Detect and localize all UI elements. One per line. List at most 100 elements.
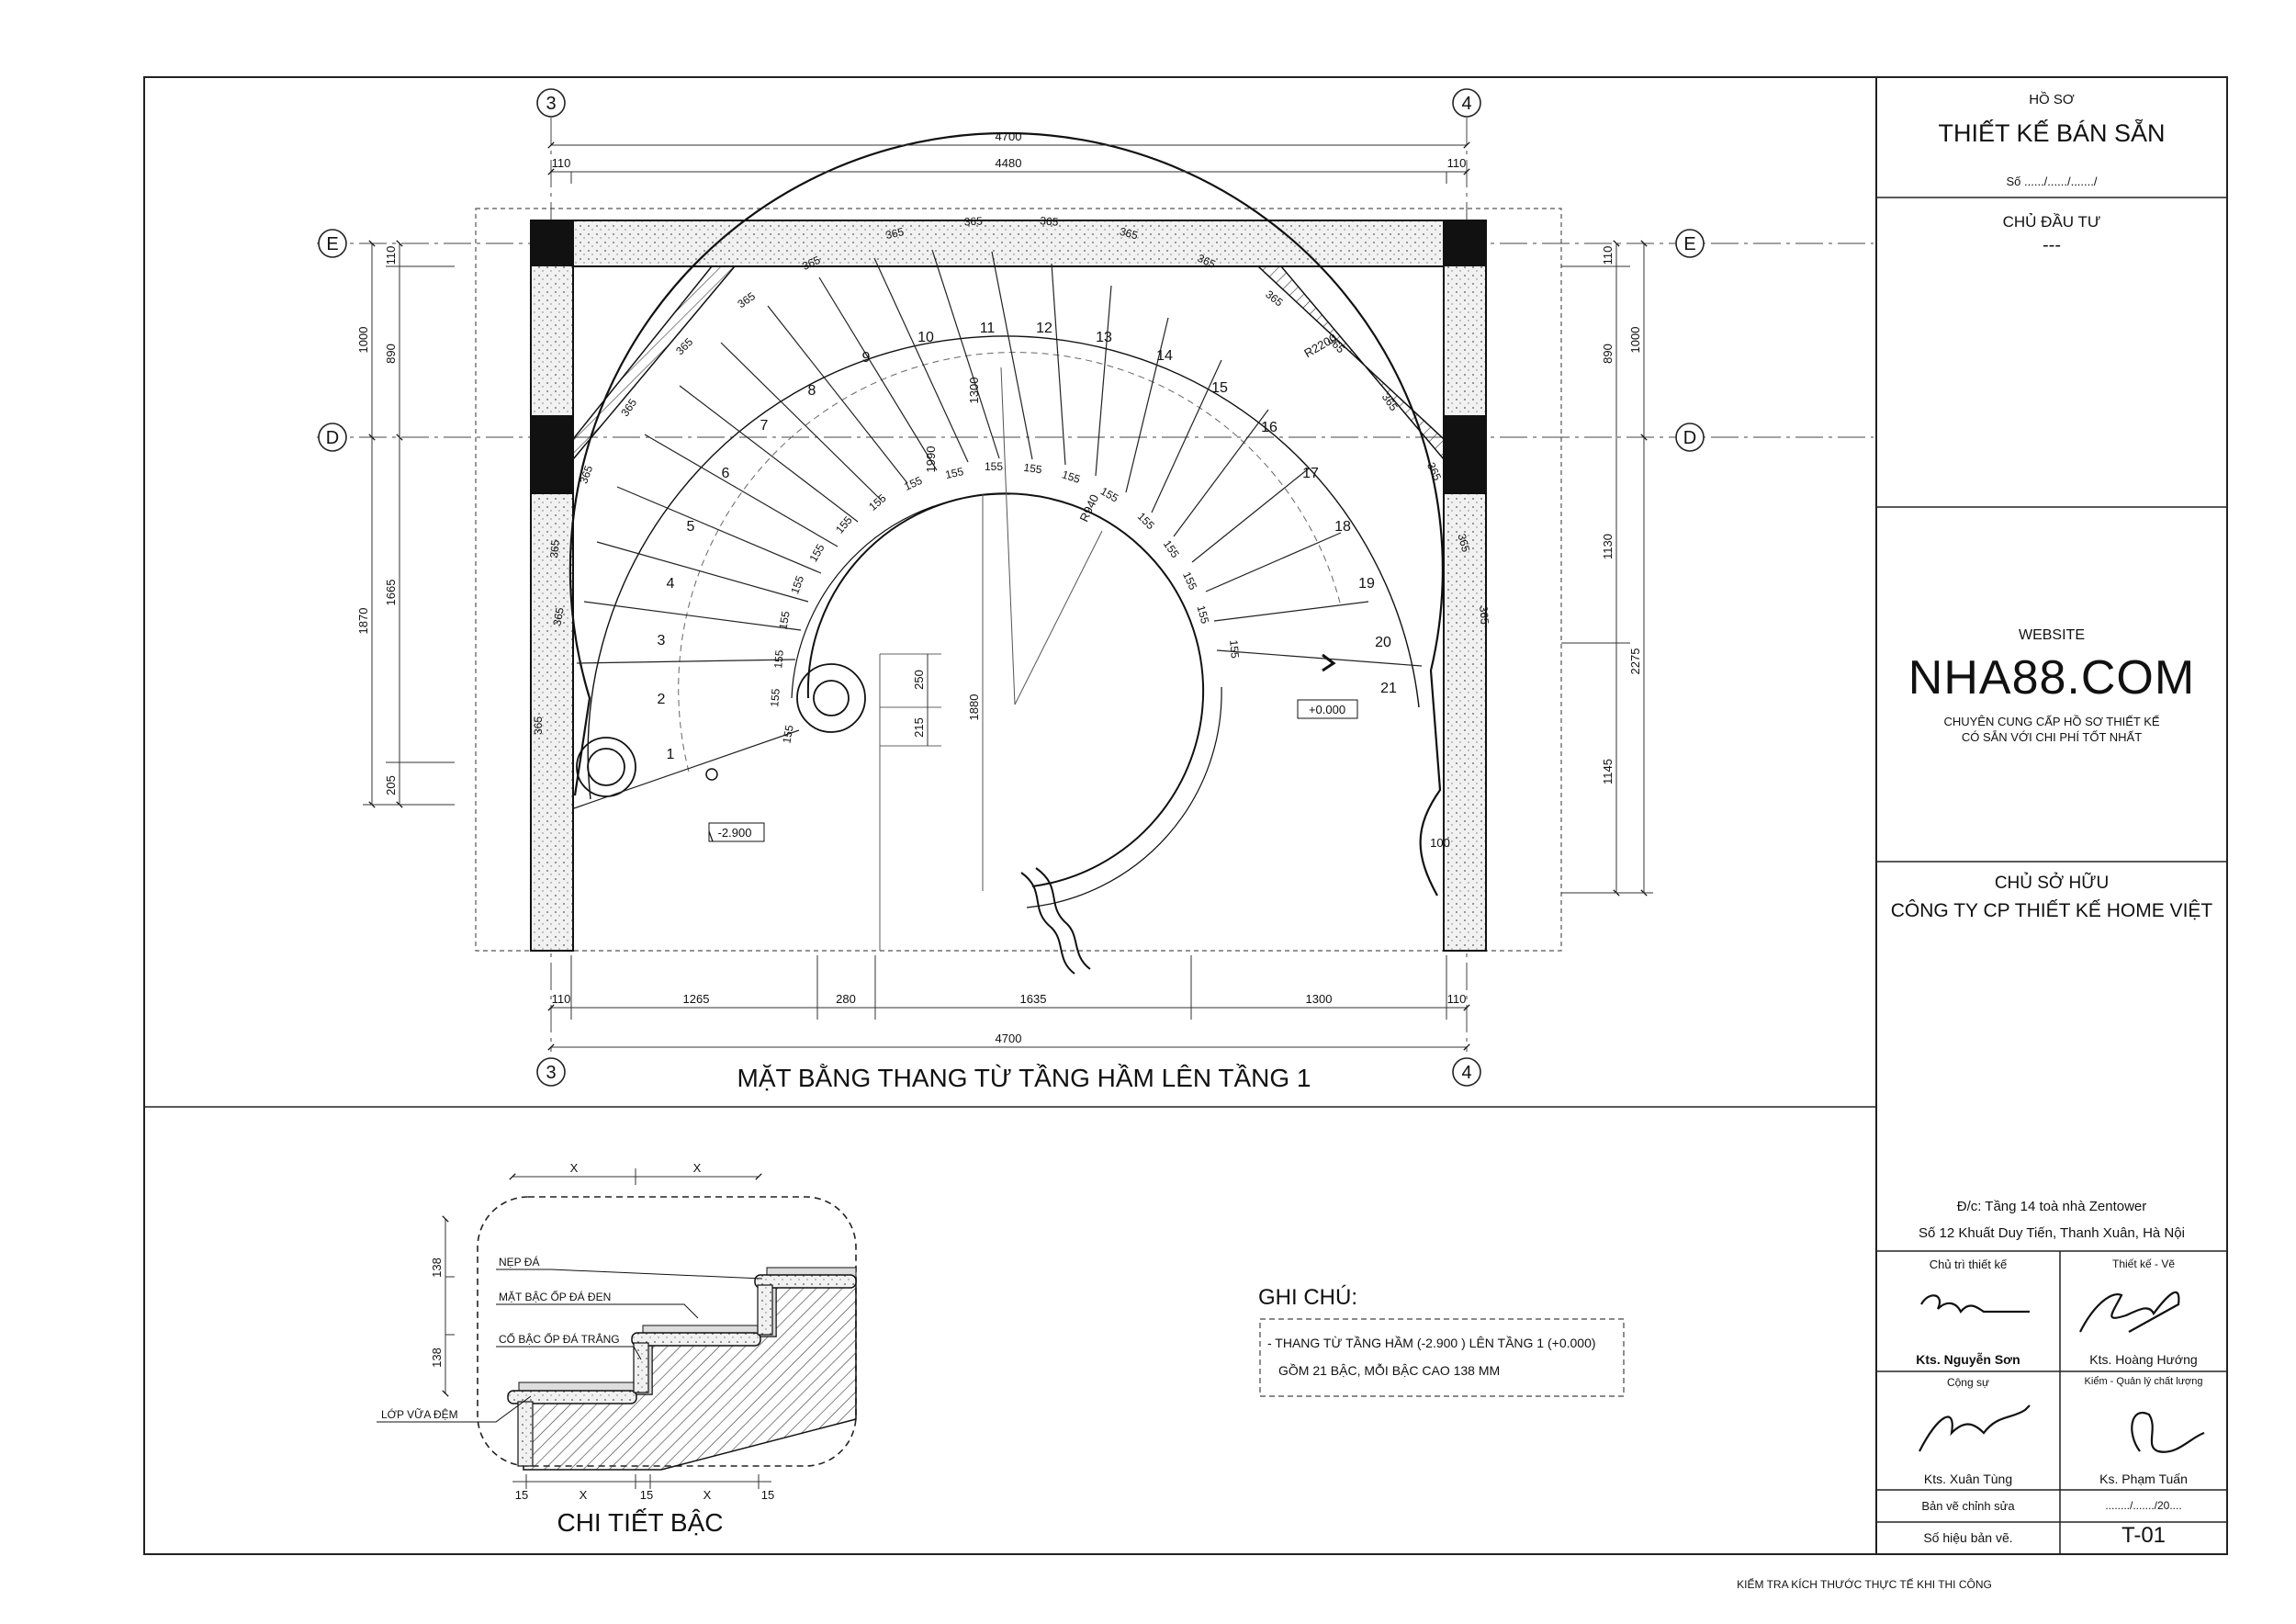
tb-role-2: Thiết kế - Vẽ: [2111, 1257, 2176, 1270]
tb-company: CÔNG TY CP THIẾT KẾ HOME VIỆT: [1890, 900, 2213, 921]
step-number-3: 3: [658, 633, 666, 648]
tread-dim-outer: 365: [550, 606, 566, 626]
dim-inner-r1: R940: [1077, 492, 1102, 524]
grid-bubbles: [318, 88, 1705, 1087]
radius-line: [1014, 530, 1103, 705]
dim-inner-d1: 1880: [967, 694, 981, 721]
tb-sheet-no: T-01: [2121, 1523, 2167, 1548]
dim-left-c: 890: [384, 344, 398, 364]
break-line-2: [1035, 867, 1091, 970]
dim-left-e: 1665: [384, 580, 398, 606]
tread-dim-outer: 365: [884, 225, 906, 242]
inner-tread-dims: 155 155 155 155 155 155 155 155 155 155 …: [768, 460, 1242, 744]
tread-dim-inner: 155: [1161, 537, 1182, 560]
tread-line: [573, 729, 800, 809]
tread-dim-outer: 365: [577, 464, 595, 486]
tb-ho-so: HỒ SƠ: [2029, 92, 2075, 107]
footer-note: KIỂM TRA KÍCH THƯỚC THỰC TẾ KHI THI CÔNG: [1737, 1578, 1992, 1591]
concrete-slab: [523, 1278, 857, 1471]
dim-bottom-s2: 280: [836, 992, 856, 1006]
tread-dim-outer: 365: [673, 335, 695, 357]
grid-label-d-left: D: [326, 428, 339, 448]
dim-bottom-s3: 1635: [1020, 992, 1047, 1006]
detail-dim-x: X: [580, 1488, 588, 1502]
dim-bottom-s4: 1300: [1306, 992, 1333, 1006]
tread-line: [596, 541, 809, 603]
column-mid-left: [531, 415, 573, 494]
grid-bubble-3-top: [536, 88, 566, 118]
signature-3: [1919, 1404, 2031, 1452]
tb-role-1: Chủ trì thiết kế: [1929, 1257, 2008, 1271]
tread-dim-inner: 155: [780, 724, 795, 744]
tb-chu-so-huu: CHỦ SỞ HỮU: [1994, 874, 2110, 893]
newel-post-outer-core: [587, 748, 625, 786]
tread-dim-outer: 365: [1263, 288, 1286, 310]
step-number-20: 20: [1375, 635, 1391, 650]
tb-role-3: Cộng sự: [1946, 1376, 1990, 1389]
tread-line: [1213, 601, 1369, 622]
tread-line: [818, 276, 938, 471]
tread-line: [931, 249, 1000, 459]
stair-inner-curl: [1031, 683, 1205, 887]
tread-line: [1205, 532, 1342, 592]
grid-bubble-e-right: [1675, 229, 1705, 258]
step-detail: X X 138 138 15 X 15 X 15 NẸP ĐÁ MẶT BẬC …: [377, 1161, 857, 1537]
grid-label-4-bottom: 4: [1461, 1063, 1471, 1083]
tread-dim-inner: 155: [1061, 468, 1083, 486]
tread-line: [679, 385, 859, 523]
dim-top-overall: 4700: [996, 130, 1022, 143]
left-dimensions: [363, 240, 455, 808]
detail-label-lop-vua: LỚP VỮA ĐỆM: [381, 1407, 458, 1421]
break-line: [1020, 872, 1075, 975]
stone-riser-2: [757, 1284, 773, 1336]
grid-label-d-right: D: [1683, 428, 1696, 448]
tread-line: [1216, 649, 1423, 667]
step-number-17: 17: [1302, 466, 1319, 481]
plan-boundary: [475, 208, 1562, 952]
start-marker: [705, 768, 718, 781]
tb-chu-dau-tu-value: ---: [2043, 235, 2061, 255]
tread-line: [576, 659, 796, 664]
corner-beam-left: [572, 265, 737, 462]
grid-bubble-4-bottom: [1452, 1057, 1481, 1087]
grid-bubble-4-top: [1452, 88, 1481, 118]
newel-post-inner: [796, 663, 866, 733]
tread-dim-outer: 365: [1424, 460, 1444, 482]
grid-label-3-bottom: 3: [546, 1063, 556, 1083]
step-number-16: 16: [1261, 420, 1277, 435]
tread-dim-inner: 155: [788, 574, 806, 596]
tb-revision-value: ......../......./20....: [2105, 1499, 2182, 1512]
detail-dim-rise: 138: [430, 1257, 444, 1278]
grid-bubble-d-left: [318, 423, 347, 452]
top-dimensions: [547, 141, 1470, 184]
tread-dim-inner: 155: [776, 610, 792, 630]
detail-dim-x: X: [693, 1161, 702, 1175]
bottom-dimensions: [547, 955, 1470, 1051]
dim-left-f: 205: [384, 775, 398, 795]
tread-dim-inner: 155: [806, 542, 827, 565]
tb-name-3: Kts. Xuân Tùng: [1923, 1472, 2013, 1486]
step-number-12: 12: [1036, 321, 1052, 336]
dim-left-a: 1000: [356, 327, 370, 354]
tread-dim-inner: 155: [771, 649, 786, 669]
dim-top-inner: 4480: [996, 156, 1022, 170]
detail-dim-x: X: [570, 1161, 579, 1175]
dim-bottom-overall: 4700: [996, 1032, 1022, 1045]
tread-dim-inner: 155: [902, 474, 924, 493]
stone-tread-2: [631, 1332, 761, 1347]
tb-so: Số ....../....../......./: [2006, 175, 2098, 188]
grid-bubble-d-right: [1675, 423, 1705, 452]
dim-left-b: 110: [384, 246, 398, 265]
tb-thiet-ke: THIẾT KẾ BÁN SẴN: [1938, 119, 2166, 147]
tb-role-4: Kiểm - Quản lý chất lượng: [2084, 1376, 2203, 1387]
tread-dim-outer: 365: [1379, 390, 1401, 413]
level-low-text: -2.900: [718, 826, 752, 840]
stone-tread-3: [754, 1274, 857, 1289]
tread-line: [1095, 285, 1112, 477]
dim-bottom-w1: 110: [552, 992, 571, 1006]
grid-label-e-right: E: [1683, 234, 1695, 254]
grid-label-3-top: 3: [546, 94, 556, 114]
tread-line: [720, 342, 883, 502]
tread-dim-inner: 155: [1098, 484, 1121, 504]
handrail-outer: [587, 335, 1420, 800]
